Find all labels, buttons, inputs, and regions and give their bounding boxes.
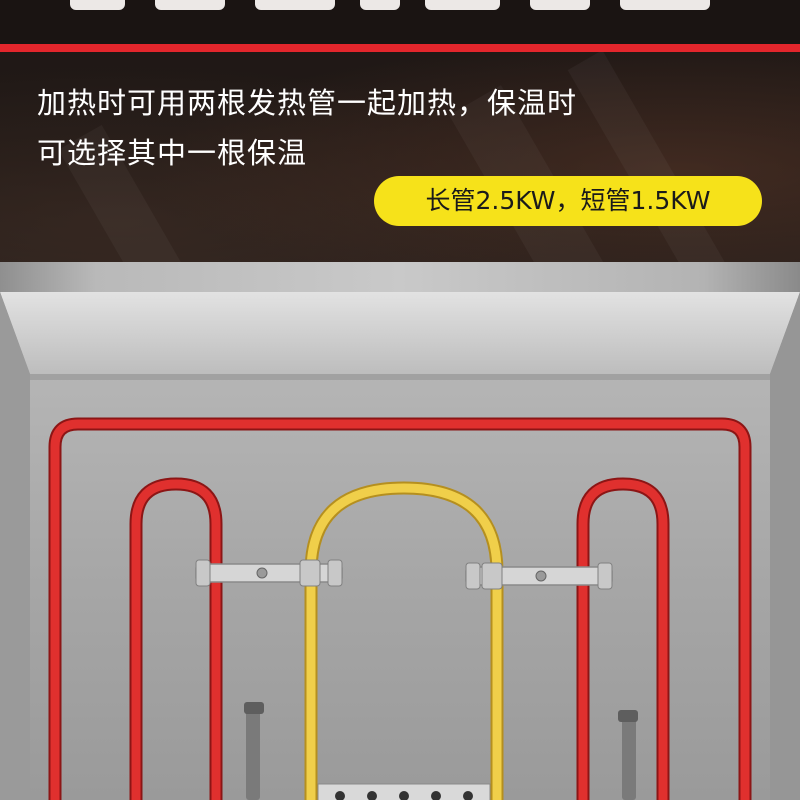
red-divider-rule [0, 44, 800, 52]
description-line-2: 可选择其中一根保温 [37, 136, 308, 170]
bottom-vent-plate [317, 783, 491, 800]
top-rim [0, 292, 800, 374]
header-banner: 加热时可用两根发热管一起加热，保温时 可选择其中一根保温 长管2.5KW，短管1… [0, 0, 800, 262]
spec-badge: 长管2.5KW，短管1.5KW [374, 176, 762, 226]
right-temperature-probe [618, 710, 638, 800]
right-mounting-bracket [465, 562, 613, 590]
right-wall [770, 292, 800, 800]
back-panel [30, 374, 770, 800]
heating-tube-photo [0, 262, 800, 800]
left-heating-loop [131, 479, 221, 800]
left-mounting-bracket [195, 559, 343, 587]
left-temperature-probe [244, 702, 264, 800]
description-line-1: 加热时可用两根发热管一起加热，保温时 [37, 86, 578, 120]
description-text: 加热时可用两根发热管一起加热，保温时 可选择其中一根保温 [37, 78, 737, 178]
left-wall [0, 292, 30, 800]
fryer-interior-illustration [0, 262, 800, 800]
long-heating-tube [50, 419, 750, 800]
short-heating-tube [306, 483, 502, 800]
cropped-heading-graphic [60, 0, 740, 32]
right-heating-loop [578, 479, 668, 800]
